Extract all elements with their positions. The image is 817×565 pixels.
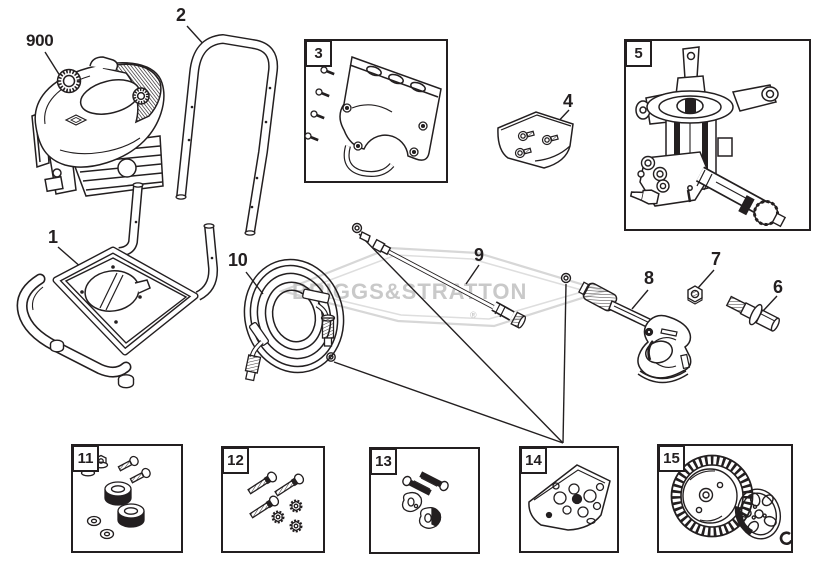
box-label-knob-kit: 13 <box>370 448 397 475</box>
engine-drawing <box>31 56 165 197</box>
bracket-screws <box>304 66 335 142</box>
box-label-pump-kit: 5 <box>625 40 652 67</box>
adapter-drawing <box>725 295 780 332</box>
oring-convergence-lines <box>333 233 567 444</box>
hose-drawing <box>243 258 345 382</box>
callout-frame: 1 <box>48 227 58 247</box>
callout-wand: 9 <box>474 245 484 265</box>
callout-handle: 2 <box>176 5 186 25</box>
box-label-isolator-kit: 11 <box>72 445 99 472</box>
oring-kit-drawing <box>519 446 619 553</box>
callout-hardware-bag: 4 <box>563 91 573 111</box>
callout-engine: 900 <box>26 31 54 50</box>
callout-nut: 7 <box>711 249 721 269</box>
box-label-oring-kit: 14 <box>520 447 547 474</box>
callout-spray-gun: 8 <box>644 268 654 288</box>
wand-drawing <box>359 231 527 329</box>
callout-adapter: 6 <box>773 277 783 297</box>
box-label-bolt-kit: 12 <box>222 447 249 474</box>
spray-gun-drawing <box>577 281 692 384</box>
hardware-bag-drawing <box>497 111 574 169</box>
handle-drawing <box>175 34 279 236</box>
watermark-registered-icon: ® <box>470 310 477 320</box>
pump-kit-drawing <box>624 39 811 231</box>
bracket-kit-drawing <box>304 39 448 183</box>
nut-drawing <box>687 285 703 305</box>
box-label-bracket-kit: 3 <box>305 40 332 67</box>
callout-hose: 10 <box>228 250 248 270</box>
box-label-wheel-kit: 15 <box>658 445 685 472</box>
frame-drawing <box>16 182 219 389</box>
